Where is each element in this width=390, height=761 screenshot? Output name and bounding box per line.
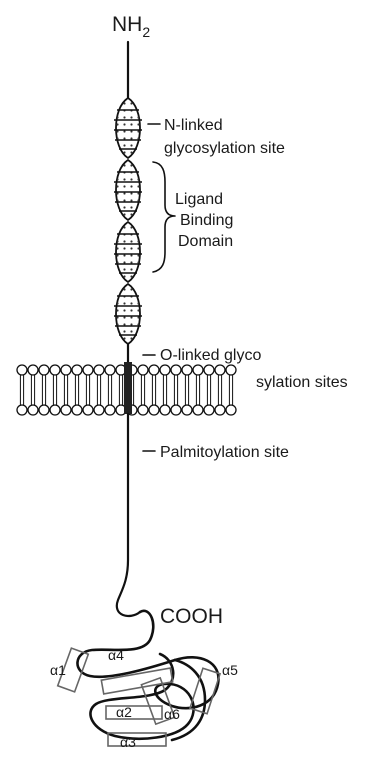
lipid-head-outer: [215, 365, 225, 390]
n-glyco-label-line2: glycosylation site: [164, 140, 285, 157]
helix-label-a5: α5: [222, 662, 238, 678]
lipid-head-inner: [204, 390, 214, 415]
lipid-head-inner: [171, 390, 181, 415]
ligand-label-line3: Domain: [178, 233, 233, 250]
lipid-head-inner: [39, 390, 49, 415]
palmitoylation-label: Palmitoylation site: [160, 444, 289, 461]
extracellular-domain-3: [114, 222, 142, 282]
helix-label-a4: α4: [108, 647, 124, 663]
helix-label-a2: α2: [116, 704, 132, 720]
lipid-head-outer: [204, 365, 214, 390]
lipid-head-inner: [182, 390, 192, 415]
lipid-head-inner: [226, 390, 236, 415]
lipid-head-outer: [149, 365, 159, 390]
n-terminus-label: NH2: [112, 13, 150, 40]
lipid-head-outer: [105, 365, 115, 390]
lipid-head-outer: [94, 365, 104, 390]
ligand-domain-bracket: [153, 162, 175, 272]
lipid-head-inner: [61, 390, 71, 415]
extracellular-domain-1: [114, 98, 142, 158]
lipid-head-outer: [171, 365, 181, 390]
lipid-head-inner: [215, 390, 225, 415]
ligand-label-line1: Ligand: [175, 191, 223, 208]
helix-label-a3: α3: [120, 734, 136, 750]
helix-label-a6: α6: [164, 706, 180, 722]
lipid-head-outer: [39, 365, 49, 390]
lipid-head-outer: [160, 365, 170, 390]
lipid-head-inner: [149, 390, 159, 415]
helical-bundle: [58, 611, 220, 746]
lipid-head-inner: [160, 390, 170, 415]
lipid-head-outer: [28, 365, 38, 390]
lipid-head-inner: [50, 390, 60, 415]
extracellular-domain-4: [114, 284, 142, 344]
lipid-head-inner: [193, 390, 203, 415]
cytoplasmic-tail: [117, 414, 140, 616]
lipid-head-outer: [61, 365, 71, 390]
o-glyco-label-line1: O-linked glyco: [160, 347, 261, 364]
lipid-head-inner: [138, 390, 148, 415]
lipid-head-outer: [182, 365, 192, 390]
lipid-head-outer: [17, 365, 27, 390]
lipid-head-outer: [72, 365, 82, 390]
helix-label-a1: α1: [50, 662, 66, 678]
lipid-head-inner: [28, 390, 38, 415]
c-terminus-label: COOH: [160, 605, 223, 628]
lipid-head-inner: [105, 390, 115, 415]
lipid-head-outer: [138, 365, 148, 390]
o-glyco-label-line2: sylation sites: [256, 374, 348, 391]
lipid-head-outer: [193, 365, 203, 390]
extracellular-domain-2: [114, 160, 142, 220]
lipid-head-inner: [72, 390, 82, 415]
lipid-head-outer: [226, 365, 236, 390]
lipid-head-inner: [83, 390, 93, 415]
ligand-label-line2: Binding: [180, 212, 233, 229]
lipid-head-outer: [83, 365, 93, 390]
lipid-head-inner: [17, 390, 27, 415]
lipid-head-outer: [50, 365, 60, 390]
lipid-head-inner: [94, 390, 104, 415]
transmembrane-segment: [124, 362, 132, 414]
n-glyco-label-line1: N-linked: [164, 117, 223, 134]
